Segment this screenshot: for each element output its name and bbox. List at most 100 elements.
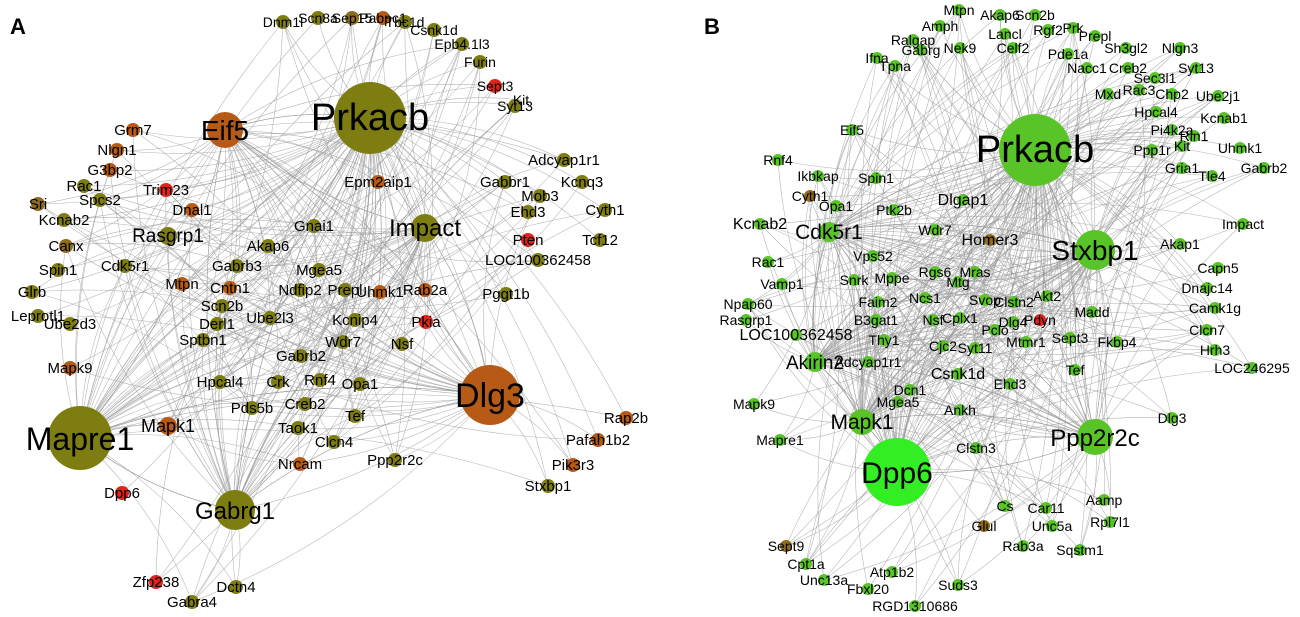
panel-b-label-rac1: Rac1 [752, 254, 785, 270]
panel-b-label-mtg: Mtg [946, 274, 969, 290]
panel-a-node-furin [473, 55, 487, 69]
panel-b-edge [959, 47, 1096, 438]
panel-a-label-clcn4: Clcn4 [315, 434, 353, 451]
panel-a-edge [342, 105, 516, 343]
panel-b-label-camk1g: Camk1g [1189, 300, 1241, 316]
panel-b-edge [1094, 67, 1197, 438]
panel-b-node-akt2 [1041, 290, 1053, 302]
panel-a-node-syt13 [508, 99, 522, 113]
panel-b-label-ifna: Ifna [865, 50, 889, 66]
panel-b-label-rnf4: Rnf4 [763, 152, 793, 168]
panel-b-node-svop [979, 294, 991, 306]
panel-b-edge [802, 195, 816, 363]
panel-a-node-prepl [338, 283, 352, 297]
panel-a-edge [267, 245, 356, 321]
panel-b-label-ankh: Ankh [944, 402, 976, 418]
panel-a-edge [167, 227, 426, 248]
panel-b-edge [891, 277, 986, 301]
panel-a-label-syt13: Syt13 [497, 98, 533, 114]
panel-a-edge [234, 394, 491, 511]
panel-a-edge [234, 355, 302, 511]
panel-b-edge [753, 231, 830, 405]
panel-b-edge [747, 279, 855, 305]
panel-b-edge [823, 249, 1096, 581]
panel-a-node-impact [411, 214, 439, 242]
panel-a-edge [229, 287, 344, 343]
panel-b-node-hpcal4 [1150, 106, 1162, 118]
panel-b-node-npap60 [742, 298, 754, 310]
panel-b-node-kit [1176, 140, 1188, 152]
panel-a-label-dpp6: Dpp6 [104, 485, 140, 502]
panel-b-node-capn5 [1212, 262, 1224, 274]
panel-b-edge [1083, 249, 1096, 438]
panel-b-label-sh3gl2: Sh3gl2 [1104, 40, 1148, 56]
panel-b-edge [867, 361, 1096, 438]
panel-b-edge [814, 358, 1011, 385]
panel-a-edge [216, 323, 253, 409]
panel-a-label-pkia: Pkia [411, 314, 441, 331]
panel-b-node-unc5a [1046, 520, 1058, 532]
panel-a-node-nrcam [293, 457, 307, 471]
panel-a-edge [224, 129, 427, 323]
panel-a-edge [234, 227, 426, 511]
panel-a-edge [37, 203, 253, 409]
panel-b-label-clstn3: Clstn3 [956, 440, 996, 456]
panel-a-label-mapre1: Mapre1 [26, 421, 135, 457]
panel-a-edge [277, 211, 529, 383]
panel-b-node-cs [999, 500, 1011, 512]
panel-b-edge [828, 166, 1183, 233]
panel-b-edge [816, 175, 863, 423]
panel-b-edge [777, 159, 863, 423]
panel-a-edge [369, 117, 491, 396]
panel-a-edge [251, 289, 301, 409]
panel-a-edge [424, 43, 463, 229]
panel-b-edge [883, 77, 1156, 341]
panel-a-edge [236, 265, 491, 396]
panel-b-edge [942, 311, 1093, 347]
panel-b-edge [814, 57, 878, 363]
panel-b-label-ppp1r: Ppp1r [1133, 142, 1171, 158]
panel-a-edge [219, 117, 371, 383]
panel-b-node-ankh [954, 404, 966, 416]
panel-a-edge [224, 129, 361, 385]
nodes-layer [25, 4, 1270, 612]
panel-b-edge [817, 175, 869, 363]
panel-b-edge [853, 239, 991, 281]
panel-b-node-loc246295 [1246, 362, 1258, 374]
panel-b-edge [861, 277, 893, 423]
panel-b-node-homer3 [984, 234, 996, 246]
panel-a-node-scn2b [215, 299, 229, 313]
panel-a-edge [167, 235, 236, 511]
panel-a-edge [167, 21, 284, 427]
panel-a-node-wdr7 [336, 335, 350, 349]
panel-a-node-hpcal4 [213, 375, 227, 389]
panel-b-edge [1012, 47, 1077, 371]
panel-a-edge [219, 381, 306, 405]
panel-b-edge [809, 195, 863, 423]
panel-a-node-pabpc1 [376, 11, 390, 25]
panel-a-edge [167, 129, 226, 427]
panel-a-edge [219, 17, 353, 383]
panel-b-label-dcn1: Dcn1 [894, 382, 927, 398]
panel-a-edge [65, 243, 238, 267]
panel-b-label-snrk: Snrk [840, 272, 870, 288]
panel-b-edge [959, 329, 1208, 411]
panel-a-node-gabrb3 [230, 259, 244, 273]
panel-b-label-prkacb: Prkacb [976, 129, 1094, 171]
panel-b-edge [1079, 249, 1107, 551]
panel-a-node-dlg3 [460, 365, 520, 425]
panel-b-node-mgea5 [892, 396, 904, 408]
panel-a-label-gabbr1: Gabbr1 [480, 174, 530, 191]
panel-b-node-mapk9 [748, 398, 760, 410]
panel-b-label-cs: Cs [996, 498, 1013, 514]
panel-a-label-gnai1: Gnai1 [294, 218, 334, 235]
panel-b-label-ppp2r2c: Ppp2r2c [1050, 425, 1139, 452]
panel-a-node-creb2 [298, 397, 312, 411]
panel-b-label-cjc2: Cjc2 [929, 338, 957, 354]
panel-b-edge [814, 361, 1047, 509]
panel-a-edge [99, 199, 223, 307]
panel-a-label-zfp238: Zfp238 [133, 574, 180, 591]
panel-a-edge [79, 259, 539, 439]
panel-b-label-gabrg: Gabrg [902, 42, 941, 58]
panel-b-label-aamp: Aamp [1086, 492, 1123, 508]
